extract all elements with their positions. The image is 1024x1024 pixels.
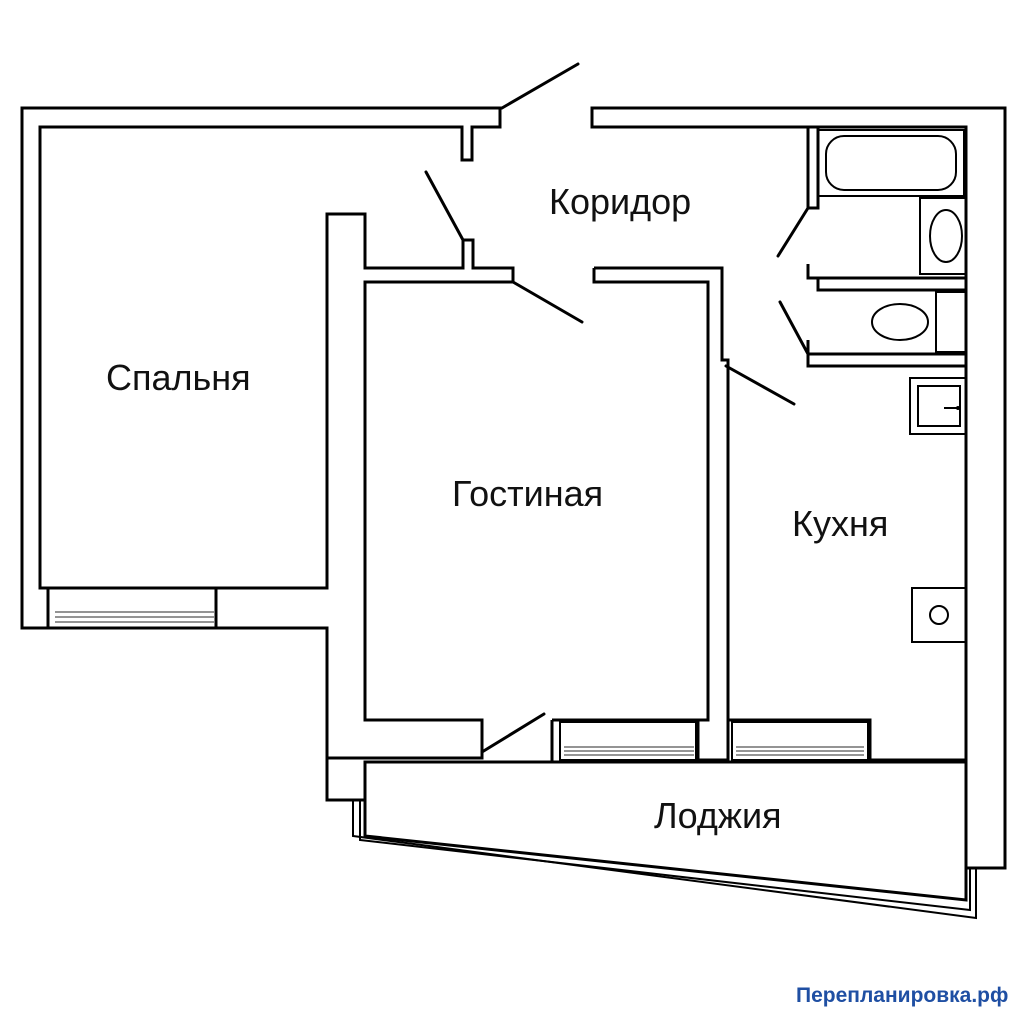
bedroom-window (46, 586, 218, 630)
bedroom-door (424, 170, 465, 242)
entrance-door (500, 62, 580, 110)
bedroom-lower-wall (325, 758, 365, 802)
outer-wall-left (20, 106, 502, 630)
room-label-corridor: Коридор (549, 181, 691, 222)
loggia-door (480, 712, 546, 754)
toilet-bowl (871, 303, 929, 341)
bathroom-wall (806, 127, 966, 368)
kitchen-stove-burner (929, 605, 949, 625)
room-label-loggia: Лоджия (654, 795, 782, 836)
kitchen-partition-wall (592, 266, 966, 762)
bathtub (817, 129, 965, 197)
loggia-inner-rail (359, 800, 971, 912)
bathroom-door (776, 206, 810, 258)
loggia-outer-rail (352, 800, 977, 920)
living-window-wall (550, 718, 698, 764)
room-label-bedroom: Спальня (106, 357, 251, 398)
kitchen-window (731, 721, 869, 761)
watermark-text: Перепланировка.рф (796, 984, 1008, 1007)
bath-sink-basin (929, 209, 963, 263)
kitchen-sink (909, 377, 967, 435)
kitchen-sink-drain (956, 406, 960, 410)
loggia-wall (363, 760, 968, 902)
room-label-kitchen: Кухня (792, 503, 888, 544)
kitchen-sink-basin (917, 385, 961, 427)
toilet-door (778, 300, 810, 356)
bathtub-basin (825, 135, 957, 191)
kitchen-door (724, 364, 796, 406)
bedroom-inner-wall (216, 212, 515, 760)
living-room-door (511, 280, 584, 324)
toilet-tank (935, 291, 967, 353)
living-window (559, 721, 697, 761)
room-label-living-room: Гостиная (452, 473, 603, 514)
kitchen-stove (911, 587, 967, 643)
bath-sink (919, 197, 967, 275)
